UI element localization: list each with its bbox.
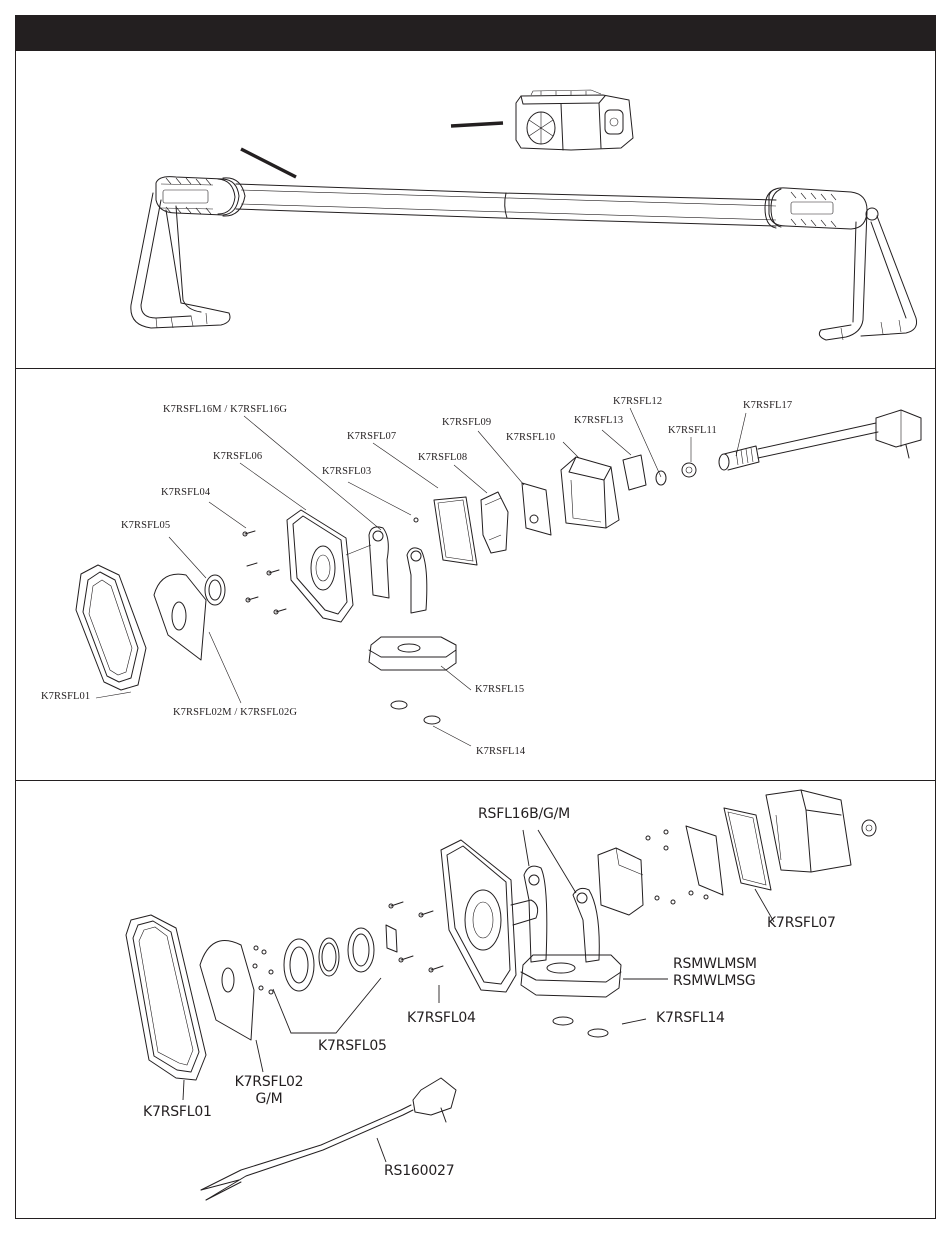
head-unit-icon	[515, 89, 634, 151]
grommet-icon	[655, 470, 667, 486]
label-k7rsfl07: K7RSFL07	[767, 915, 836, 931]
exploded-view-a-illustration	[75, 407, 922, 747]
label-k7rsfl17: K7RSFL17	[743, 400, 793, 411]
bezel-part-icon	[125, 914, 207, 1081]
gasket-icon	[433, 496, 478, 566]
driver-module-icon	[597, 847, 644, 916]
label-k7rsfl02-line1: K7RSFL02	[234, 1074, 304, 1090]
reflector-rings-icon	[283, 924, 398, 992]
label-k7rsfl11: K7RSFL11	[668, 425, 717, 436]
screws-icon	[388, 901, 444, 973]
circuit-board-icon	[685, 825, 724, 896]
label-rs160027: RS160027	[384, 1163, 455, 1179]
label-k7rsfl07: K7RSFL07	[347, 431, 397, 442]
assembled-work-light-illustration	[130, 89, 917, 341]
left-stand	[130, 192, 231, 329]
power-cord-icon	[200, 1077, 457, 1201]
label-k7rsfl04: K7RSFL04	[161, 487, 211, 498]
bracket-arm-icon	[523, 865, 600, 963]
lens-plate-icon	[199, 940, 255, 1041]
label-k7rsfl04: K7RSFL04	[407, 1010, 476, 1026]
label-k7rsfl12: K7RSFL12	[613, 396, 663, 407]
pointer-bar-head	[450, 121, 504, 128]
screws-icon	[252, 945, 274, 995]
housing-part-icon	[440, 839, 539, 993]
left-grip	[155, 176, 246, 217]
driver-module-icon	[480, 491, 509, 554]
bracket-arm-icon	[368, 517, 428, 614]
screws-icon	[242, 530, 287, 615]
base-plate-icon	[520, 954, 622, 998]
seal-plate-icon	[622, 454, 647, 491]
power-cord-icon	[718, 409, 922, 471]
label-k7rsfl09: K7RSFL09	[442, 417, 492, 428]
socket-icon	[681, 462, 697, 478]
gasket-icon	[723, 807, 772, 891]
label-k7rsfl16m-g: K7RSFL16M / K7RSFL16G	[163, 404, 288, 415]
label-k7rsfl14: K7RSFL14	[656, 1010, 725, 1026]
right-stand	[818, 209, 917, 341]
label-k7rsfl13: K7RSFL13	[574, 415, 624, 426]
reflector-ring-icon	[204, 574, 226, 606]
circuit-board-icon	[521, 482, 552, 536]
label-rsmwlmsg: RSMWLMSG	[673, 973, 756, 989]
label-k7rsfl01: K7RSFL01	[143, 1104, 212, 1120]
exploded-view-b-illustration	[125, 789, 877, 1201]
rear-enclosure-icon	[765, 789, 852, 873]
label-k7rsfl10: K7RSFL10	[506, 432, 556, 443]
exploded-view-a-panel: K7RSFL16M / K7RSFL16G K7RSFL06 K7RSFL04 …	[15, 369, 936, 781]
housing-part-icon	[286, 509, 372, 623]
light-tube	[235, 183, 777, 227]
label-k7rsfl03: K7RSFL03	[322, 466, 372, 477]
lens-plate-icon	[153, 573, 207, 661]
bezel-part-icon	[75, 564, 147, 691]
pointer-bar-left	[240, 147, 297, 179]
rubber-feet-icon	[552, 1016, 609, 1038]
label-k7rsfl05: K7RSFL05	[318, 1038, 387, 1054]
base-plate-icon	[368, 636, 457, 671]
label-k7rsfl14: K7RSFL14	[476, 746, 526, 757]
exploded-view-b-panel: RSFL16B/G/M K7RSFL07 RSMWLMSM RSMWLMSG K…	[15, 781, 936, 1219]
label-k7rsfl02-line2: G/M	[255, 1091, 283, 1107]
label-k7rsfl06: K7RSFL06	[213, 451, 263, 462]
label-rsmwlmsm: RSMWLMSM	[673, 956, 757, 972]
label-rsfl16b-g-m: RSFL16B/G/M	[478, 806, 571, 822]
rubber-feet-icon	[390, 700, 441, 725]
screws-icon	[645, 829, 709, 905]
label-k7rsfl01: K7RSFL01	[41, 691, 91, 702]
header-bar	[15, 15, 936, 51]
assembled-view-panel	[15, 51, 936, 369]
right-grip	[764, 187, 879, 230]
label-k7rsfl02: K7RSFL02 G/M	[231, 1074, 307, 1108]
label-k7rsfl08: K7RSFL08	[418, 452, 468, 463]
rear-enclosure-icon	[560, 456, 620, 529]
label-k7rsfl15: K7RSFL15	[475, 684, 525, 695]
socket-icon	[861, 819, 877, 837]
label-k7rsfl02m-g: K7RSFL02M / K7RSFL02G	[173, 707, 298, 718]
label-k7rsfl05: K7RSFL05	[121, 520, 171, 531]
